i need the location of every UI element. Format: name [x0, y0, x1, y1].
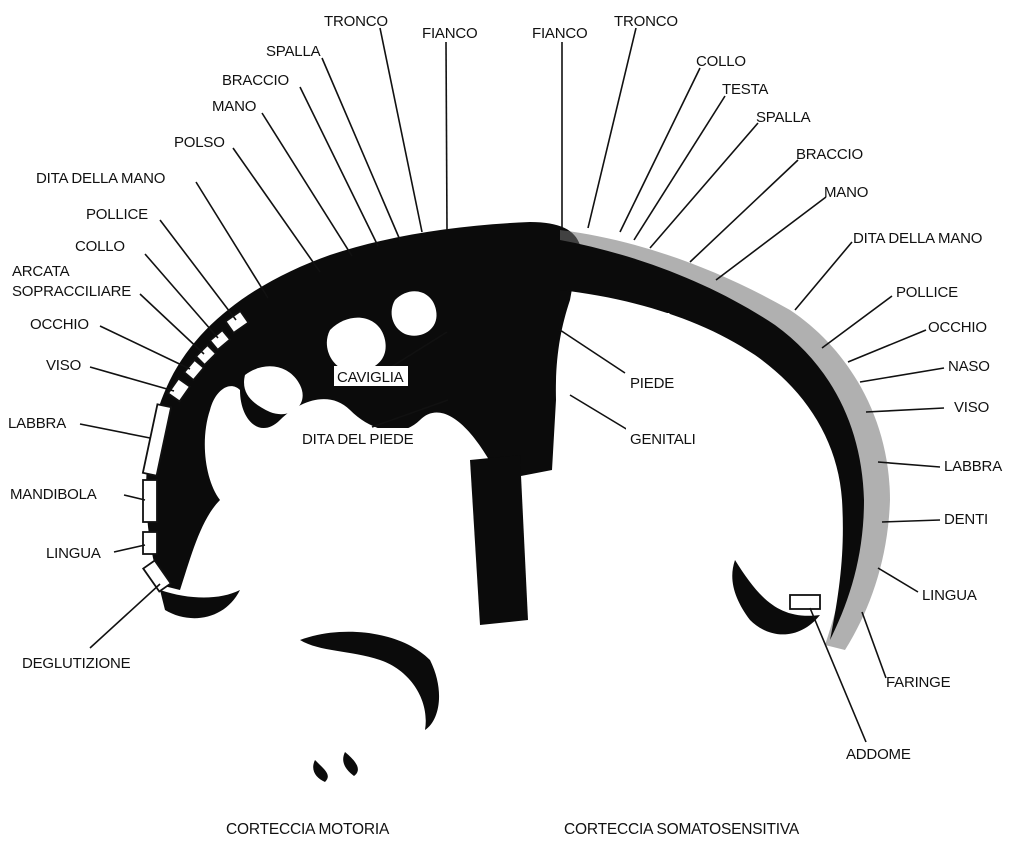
motor-label-lingua: LINGUA — [46, 545, 101, 562]
sensory-label-viso: VISO — [954, 399, 989, 416]
sensory-label-pollice: POLLICE — [896, 284, 958, 301]
sensory-label-labbra: LABBRA — [944, 458, 1002, 475]
sensory-label-dita-mano: DITA DELLA MANO — [853, 230, 982, 247]
sensory-label-denti: DENTI — [944, 511, 988, 528]
sensory-label-piede: PIEDE — [630, 375, 674, 392]
sensory-labels: FIANCO TRONCO COLLO TESTA SPALLA BRACCIO… — [532, 13, 1002, 763]
sensory-label-tronco: TRONCO — [614, 13, 678, 30]
sensory-label-naso: NASO — [948, 358, 990, 375]
motor-cortex-caption: CORTECCIA MOTORIA — [226, 821, 390, 838]
temporal-fold — [160, 590, 240, 618]
motor-label-arcata-1: ARCATA — [12, 263, 70, 280]
motor-label-labbra: LABBRA — [8, 415, 66, 432]
sensory-label-braccio: BRACCIO — [796, 146, 863, 163]
brain-section-illustration — [146, 222, 890, 782]
box-addome — [790, 595, 820, 609]
motor-white-matter-3 — [392, 291, 437, 335]
central-stalk — [470, 455, 528, 625]
motor-label-deglutizione: DEGLUTIZIONE — [22, 655, 131, 672]
sensory-leader-lines — [560, 28, 944, 742]
motor-label-occhio: OCCHIO — [30, 316, 89, 333]
sensory-label-collo: COLLO — [696, 53, 746, 70]
motor-label-viso: VISO — [46, 357, 81, 374]
box-mandibola — [143, 480, 157, 522]
motor-label-fianco: FIANCO — [422, 25, 477, 42]
motor-label-caviglia: CAVIGLIA — [337, 369, 404, 386]
sensory-label-genitali: GENITALI — [630, 431, 696, 448]
motor-label-tronco: TRONCO — [324, 13, 388, 30]
box-lingua — [143, 532, 157, 554]
lower-fold-left — [300, 632, 439, 730]
motor-label-arcata-2: SOPRACCILIARE — [12, 283, 131, 300]
motor-label-dita-mano: DITA DELLA MANO — [36, 170, 165, 187]
motor-label-braccio: BRACCIO — [222, 72, 289, 89]
sensory-cortex-caption: CORTECCIA SOMATOSENSITIVA — [564, 821, 800, 838]
motor-label-spalla: SPALLA — [266, 43, 321, 60]
sensory-label-faringe: FARINGE — [886, 674, 951, 691]
sensory-label-testa: TESTA — [722, 81, 768, 98]
motor-label-mandibola: MANDIBOLA — [10, 486, 97, 503]
motor-label-mano: MANO — [212, 98, 256, 115]
sensory-label-mano: MANO — [824, 184, 868, 201]
motor-label-polso: POLSO — [174, 134, 225, 151]
motor-label-collo: COLLO — [75, 238, 125, 255]
sensory-label-addome: ADDOME — [846, 746, 911, 763]
sensory-label-fianco: FIANCO — [532, 25, 587, 42]
sensory-label-lingua: LINGUA — [922, 587, 977, 604]
sensory-label-occhio: OCCHIO — [928, 319, 987, 336]
sensory-label-spalla: SPALLA — [756, 109, 811, 126]
motor-label-dita-piede: DITA DEL PIEDE — [302, 431, 414, 448]
sensory-label-gamba: GAMBA — [620, 310, 673, 327]
motor-label-pollice: POLLICE — [86, 206, 148, 223]
small-fold-2 — [343, 752, 358, 776]
motor-white-matter-2 — [327, 318, 386, 372]
small-fold-1 — [313, 760, 328, 782]
